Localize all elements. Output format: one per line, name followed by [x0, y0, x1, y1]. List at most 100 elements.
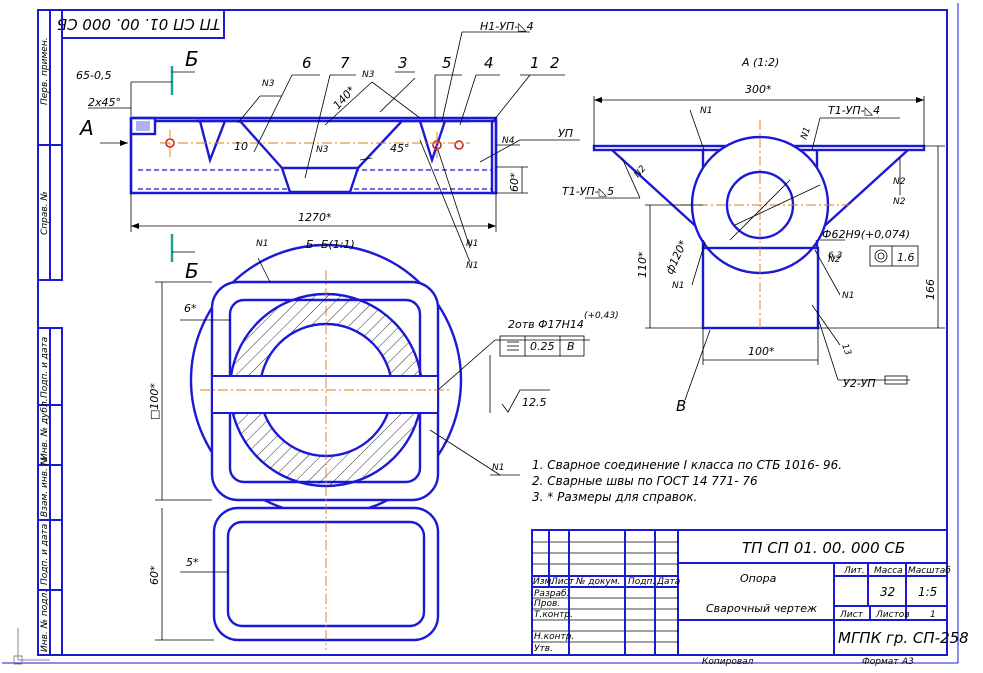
- weld-u2-label: У2-УП: [843, 377, 876, 390]
- ucs-marker-icon: [13, 628, 50, 665]
- view-a-title: А (1:2): [741, 56, 779, 69]
- weld-13-label: 13: [839, 343, 852, 357]
- note-1: 1. Сварное соединение I класса по СТБ 10…: [532, 458, 842, 472]
- weld-n1-a: N1: [466, 239, 478, 249]
- stamp-hdr-sign: Подп.: [628, 577, 655, 587]
- dim-300: 300*: [745, 83, 772, 96]
- dim-166: 166: [924, 279, 937, 300]
- section-b: [155, 243, 590, 650]
- arrow-a-label: А: [78, 116, 94, 140]
- stamp-doc-type: Сварочный чертеж: [706, 602, 817, 615]
- weld-n2-view-a-left: N2: [633, 164, 649, 180]
- weld-t1-4-label: Т1-УП-◺4: [828, 104, 880, 117]
- position-3: 3: [398, 54, 408, 72]
- weld-n1-b: N1: [466, 261, 478, 271]
- stamp-copied: Копировал: [702, 657, 754, 667]
- strip-perv-primen: Перв. примен.: [40, 37, 50, 105]
- stamp-role-dev: Разраб.: [534, 589, 569, 599]
- position-b-label: В: [676, 397, 686, 415]
- weld-n2-view-a-mid: N2: [828, 255, 841, 265]
- roughness-value: 12.5: [522, 396, 547, 409]
- weld-n1-view-a-right: N1: [799, 126, 813, 141]
- dim-110: 110*: [636, 251, 649, 278]
- weld-n2-view-a-right-b: N2: [893, 197, 906, 207]
- weld-n2-view-a-right-a: N2: [893, 177, 906, 187]
- dim-45-deg: 45°: [390, 142, 410, 155]
- dim-100-view-a: 100*: [748, 345, 775, 358]
- dim-60-front: 60*: [508, 172, 521, 192]
- stamp-format-label: Формат: [862, 657, 899, 667]
- stamp-mass: 32: [880, 585, 895, 599]
- dim-diameter-120: ф120*: [663, 238, 690, 276]
- stamp-part-name: Опора: [740, 572, 777, 585]
- dim-60-section: 60*: [148, 565, 161, 585]
- stamp-hdr-change: Изм.: [533, 577, 554, 587]
- strip-podp-data-bottom: Подп. и дата: [40, 524, 50, 585]
- holes-tolerance: (+0,43): [584, 311, 619, 321]
- stamp-format-value: А3: [901, 657, 914, 667]
- section-b-title: Б- Б(1:1): [306, 238, 355, 251]
- weld-n3-left: N3: [262, 79, 275, 89]
- holes-label: 2отв Ф17Н14: [508, 318, 584, 331]
- stamp-sheets-count: 1: [930, 610, 936, 620]
- position-4: 4: [484, 54, 494, 72]
- dim-6-section: 6*: [184, 302, 197, 315]
- stamp-role-check: Пров.: [534, 599, 560, 609]
- stamp-hdr-sheet: Лист: [550, 577, 575, 587]
- tolerance-value: 0.25: [530, 340, 555, 353]
- weld-top-label: Н1-УП-◺4: [480, 20, 534, 33]
- cut-b-bottom-label: Б: [185, 259, 199, 283]
- dim-chamfer: 2х45°: [88, 96, 121, 109]
- strip-vzam-inv: Взам. инв. №: [40, 456, 50, 517]
- stamp-sheet-label: Лист: [839, 610, 864, 620]
- position-7: 7: [340, 54, 350, 72]
- weld-n1-view-a-bottom: N1: [842, 291, 854, 301]
- view-a: [585, 96, 945, 401]
- stamp-role-ncontrol: Н.контр.: [534, 632, 574, 642]
- runout-value: 1.6: [897, 251, 915, 264]
- left-strip: [37, 9, 63, 656]
- position-6: 6: [302, 54, 312, 72]
- stamp-sheets-label: Листов: [875, 610, 910, 620]
- position-5: 5: [442, 54, 452, 72]
- weld-n1-view-a-top: N1: [700, 106, 712, 116]
- dim-5-section: 5*: [186, 556, 199, 569]
- weld-n1-section-right: N1: [492, 463, 504, 473]
- stamp-hdr-doc: № докум.: [575, 577, 620, 587]
- tolerance-base: В: [567, 340, 575, 353]
- stamp-hdr-date: Дата: [656, 577, 680, 587]
- stamp-col-lit: Лит.: [843, 566, 865, 576]
- strip-sprav-no: Справ. №: [40, 191, 50, 235]
- position-2: 2: [550, 54, 560, 72]
- weld-n4: N4: [502, 136, 515, 146]
- dim-10: 10: [234, 140, 248, 153]
- stamp-organization: МГПК гр. СП-258: [838, 629, 969, 647]
- strip-inv-podl: Инв. № подл.: [40, 590, 50, 652]
- cut-b-top-label: Б: [185, 47, 199, 71]
- weld-n3-bottom: N3: [316, 145, 329, 155]
- dim-6-3: 6,3: [828, 251, 843, 261]
- drawing-number-rotated: ТП СП 01. 00. 000 СБ: [57, 15, 220, 33]
- weld-n3-mid: N3: [362, 70, 375, 80]
- front-view: [88, 31, 580, 263]
- dim-1270: 1270*: [298, 211, 332, 224]
- strip-inv-dubl: Инв. № дубл.: [40, 398, 50, 460]
- stamp-role-tcontrol: Т.контр.: [534, 610, 573, 620]
- weld-up-label: УП: [558, 127, 573, 140]
- bore-diameter-label: Ф62Н9(+0,074): [822, 228, 910, 241]
- title-block: [531, 529, 948, 656]
- dim-square-100: □100*: [148, 383, 161, 420]
- stamp-scale: 1:5: [918, 585, 937, 599]
- weld-n1-view-a-left: N1: [672, 281, 684, 291]
- strip-podp-data-top: Подп. и дата: [40, 337, 50, 398]
- stamp-role-approve: Утв.: [534, 644, 553, 654]
- note-2: 2. Сварные швы по ГОСТ 14 771- 76: [532, 474, 758, 488]
- position-1: 1: [530, 54, 540, 72]
- note-3: 3. * Размеры для справок.: [532, 490, 697, 504]
- weld-t1-5-label: Т1-УП-◺5: [562, 185, 614, 198]
- stamp-col-scale: Масштаб: [908, 566, 951, 576]
- stamp-col-mass: Масса: [874, 566, 903, 576]
- weld-n1-section-top: N1: [256, 239, 268, 249]
- dim-chamfer-length: 65-0,5: [76, 69, 111, 82]
